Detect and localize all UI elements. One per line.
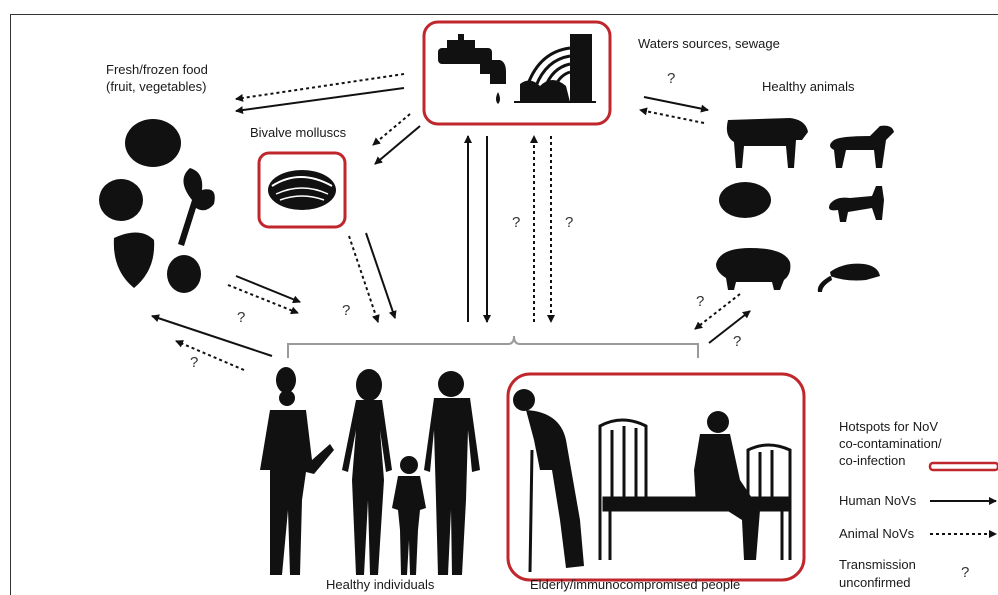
- question-mark-bivalve-humans: ?: [342, 302, 350, 319]
- healthy-individuals-silhouettes: [260, 367, 480, 575]
- arrow-bivalve-to-humans-solid: [366, 233, 395, 318]
- cabbage-icon: [125, 119, 181, 167]
- humans-bracket: [288, 336, 698, 358]
- sewage-pipe-icon: [514, 34, 596, 102]
- legend-hotspots-line2: co-contamination/: [839, 436, 942, 452]
- arrow-water-to-bivalve-solid: [375, 126, 420, 164]
- label-fresh-food-1: Fresh/frozen food: [106, 62, 208, 78]
- mouse-icon: [818, 264, 880, 292]
- legend-human-novs: Human NoVs: [839, 493, 916, 509]
- arrow-water-to-animals-solid: [644, 97, 708, 110]
- chef-silhouette: [260, 367, 334, 575]
- arrow-humans-to-animals-solid: [709, 311, 750, 343]
- seated-patient-silhouette: [694, 411, 760, 560]
- legend-hotspot-swatch: [930, 463, 998, 470]
- label-healthy-animals: Healthy animals: [762, 79, 855, 95]
- label-elderly: Elderly/immunocompromised people: [530, 577, 740, 593]
- arrow-food-to-humans-solid: [236, 276, 300, 302]
- label-bivalve: Bivalve molluscs: [250, 125, 346, 141]
- animal-icons: [716, 118, 894, 292]
- cow-icon: [727, 118, 808, 168]
- sheep-icon: [719, 182, 771, 218]
- label-healthy-individuals: Healthy individuals: [326, 577, 434, 593]
- parsley-icon: [178, 168, 215, 246]
- bivalve-mollusc-icon: [268, 170, 336, 210]
- question-mark-animals-humans-1: ?: [696, 293, 704, 310]
- label-fresh-food-2: (fruit, vegetables): [106, 79, 206, 95]
- hospital-bed-silhouette: [600, 420, 790, 560]
- legend-hotspots-line1: Hotspots for NoV: [839, 419, 938, 435]
- dog-icon: [830, 126, 894, 168]
- arrow-animals-to-water-dotted: [640, 110, 704, 123]
- strawberry-icon: [114, 232, 154, 288]
- question-mark-water-animals: ?: [667, 70, 675, 87]
- arrow-humans-to-food-solid: [152, 316, 272, 356]
- cat-icon: [829, 186, 884, 222]
- pig-icon: [716, 248, 790, 290]
- arrow-water-to-food-dotted: [236, 74, 404, 99]
- child-silhouette: [392, 456, 426, 575]
- woman-silhouette: [342, 369, 392, 575]
- question-mark-water-humans-2: ?: [565, 214, 573, 231]
- food-icons: [99, 119, 215, 293]
- legend-transmission-line1: Transmission: [839, 557, 916, 573]
- man-silhouette: [424, 371, 480, 575]
- legend-animal-novs: Animal NoVs: [839, 526, 914, 542]
- elderly-person-silhouette: [513, 389, 584, 572]
- legend-question-mark: ?: [961, 564, 969, 581]
- elderly-silhouettes: [513, 389, 790, 572]
- label-water-sources: Waters sources, sewage: [638, 36, 780, 52]
- arrow-water-to-food-solid: [236, 88, 404, 111]
- question-mark-animals-humans-2: ?: [733, 333, 741, 350]
- question-mark-humans-food: ?: [190, 354, 198, 371]
- arrow-bivalve-to-humans-dotted: [349, 236, 378, 322]
- legend-hotspots-line3: co-infection: [839, 453, 905, 469]
- tomato-icon: [99, 179, 143, 221]
- arrow-humans-to-food-dotted: [176, 341, 244, 370]
- raspberry-icon: [167, 255, 201, 293]
- question-mark-water-humans-1: ?: [512, 214, 520, 231]
- legend-transmission-line2: unconfirmed: [839, 575, 911, 591]
- water-tap-icon: [438, 34, 506, 104]
- question-mark-food-humans: ?: [237, 309, 245, 326]
